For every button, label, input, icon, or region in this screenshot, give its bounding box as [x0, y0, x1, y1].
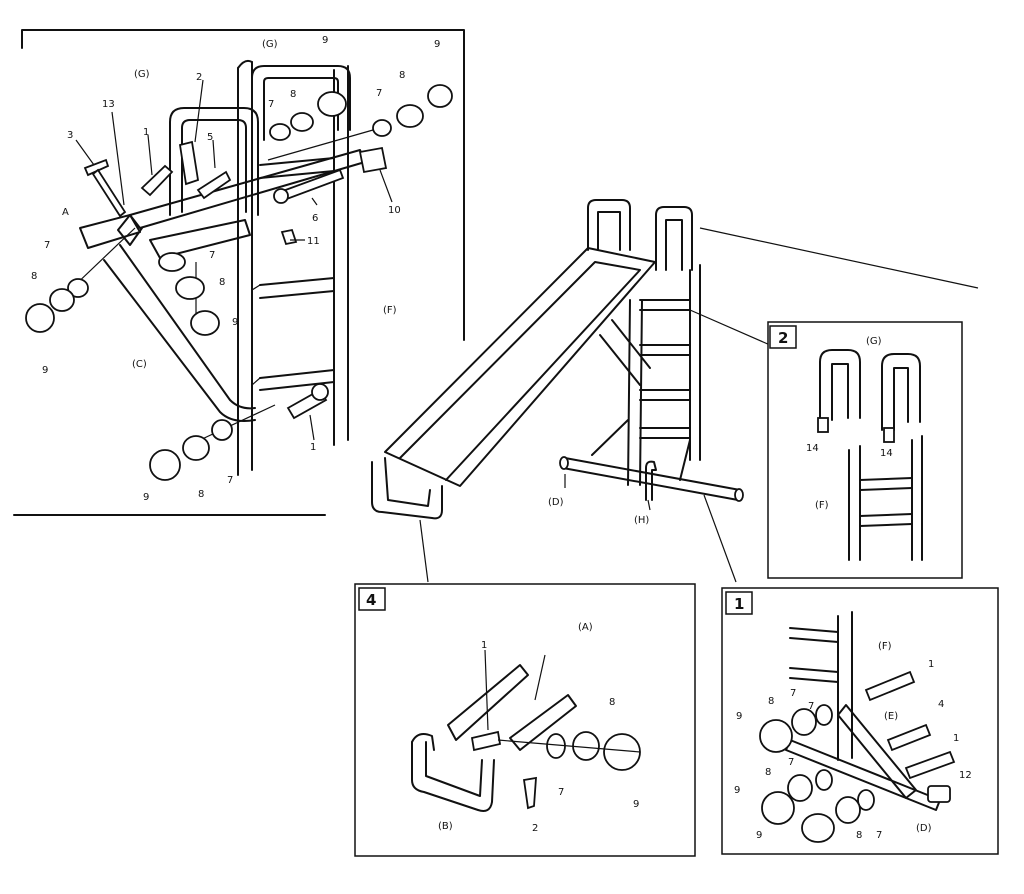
inset-1-number: 1 [734, 595, 744, 613]
label-8d: 8 [31, 271, 37, 282]
ladder-f [237, 59, 349, 476]
main-view-labels: (G) (G) (F) (C) A 13 3 2 1 5 6 10 11 1 7… [31, 35, 440, 503]
label-7e: 7 [227, 475, 233, 486]
label-11: 11 [307, 236, 320, 247]
label-7c: 7 [209, 250, 215, 261]
handrail-g-top [251, 65, 351, 141]
left-view-frame [13, 29, 465, 516]
inset-1-label-12: 12 [959, 770, 972, 781]
assembled-slide-labels: (D) (H) [548, 497, 649, 526]
inset-1-label-7a: 7 [790, 688, 796, 699]
top-crossbar [79, 149, 366, 259]
label-9b: 9 [434, 39, 440, 50]
inset-2-number: 2 [778, 329, 788, 347]
inset-2-label-14a: 14 [806, 443, 819, 454]
support-tube-c [103, 244, 256, 422]
label-g-left: (G) [134, 69, 150, 80]
fastener-bolts [83, 140, 388, 420]
inset-4-label-b: (B) [438, 821, 453, 832]
inset-1-label-9c: 9 [756, 830, 762, 841]
inset-2: 2 (G) (F) 14 14 [767, 321, 963, 579]
label-1b: 1 [310, 442, 316, 453]
inset-4-label-2: 2 [532, 823, 538, 834]
label-3: 3 [67, 130, 73, 141]
label-f-main: (F) [383, 305, 397, 316]
label-c-main: (C) [132, 359, 147, 370]
label-5: 5 [207, 132, 213, 143]
leader-lines [75, 79, 393, 441]
inset-4-label-1: 1 [481, 640, 487, 651]
inset-4-label-8: 8 [609, 697, 615, 708]
label-8b: 8 [399, 70, 405, 81]
label-8e: 8 [198, 489, 204, 500]
inset-1-label-f: (F) [878, 641, 892, 652]
inset-4-label-a: (A) [578, 622, 593, 633]
inset-1-label-9a: 9 [736, 711, 742, 722]
inset-2-label-14b: 14 [880, 448, 893, 459]
label-8a: 8 [290, 89, 296, 100]
inset-2-label-g: (G) [866, 336, 882, 347]
label-a-main: A [62, 207, 69, 218]
inset-4-number: 4 [366, 591, 376, 609]
inset-1-label-8c: 8 [856, 830, 862, 841]
label-10: 10 [388, 205, 401, 216]
label-9a: 9 [322, 35, 328, 46]
inset-1-label-7c: 7 [876, 830, 882, 841]
label-13: 13 [102, 99, 115, 110]
label-9d: 9 [42, 365, 48, 376]
inset-1-label-7b: 7 [788, 757, 794, 768]
inset-1-label-9b: 9 [734, 785, 740, 796]
inset-1: 1 (F) (E) (D) 1 1 4 12 7 7 7 7 8 [721, 587, 999, 855]
inset-2-label-f: (F) [815, 500, 829, 511]
label-2: 2 [196, 72, 202, 83]
label-h-main: (H) [634, 515, 649, 526]
label-8c: 8 [219, 277, 225, 288]
inset-4-label-9: 9 [633, 799, 639, 810]
hardware-set-left [25, 278, 89, 333]
label-d-main: (D) [548, 497, 564, 508]
inset-4: 4 (A) (B) 1 2 7 8 9 [354, 583, 696, 857]
label-7d: 7 [44, 240, 50, 251]
inset-1-label-7d: 7 [808, 701, 814, 712]
assembled-slide [371, 199, 979, 583]
label-1a: 1 [143, 127, 149, 138]
label-6: 6 [312, 213, 318, 224]
handrail-g-left [169, 107, 259, 216]
inset-1-label-e: (E) [884, 711, 898, 722]
inset-4-label-7: 7 [558, 787, 564, 798]
inset-1-label-d: (D) [916, 823, 932, 834]
inset-1-label-1b: 1 [953, 733, 959, 744]
label-9e: 9 [143, 492, 149, 503]
inset-1-label-1a: 1 [928, 659, 934, 670]
hardware-set-top [269, 84, 453, 141]
label-9c: 9 [232, 317, 238, 328]
inset-1-label-8a: 8 [768, 696, 774, 707]
hardware-set-middle [158, 252, 220, 336]
label-g-top: (G) [262, 39, 278, 50]
label-7a: 7 [268, 99, 274, 110]
hardware-set-bottom [149, 419, 233, 481]
inset-1-label-8b: 8 [765, 767, 771, 778]
inset-1-label-4: 4 [938, 699, 944, 710]
label-7b: 7 [376, 88, 382, 99]
